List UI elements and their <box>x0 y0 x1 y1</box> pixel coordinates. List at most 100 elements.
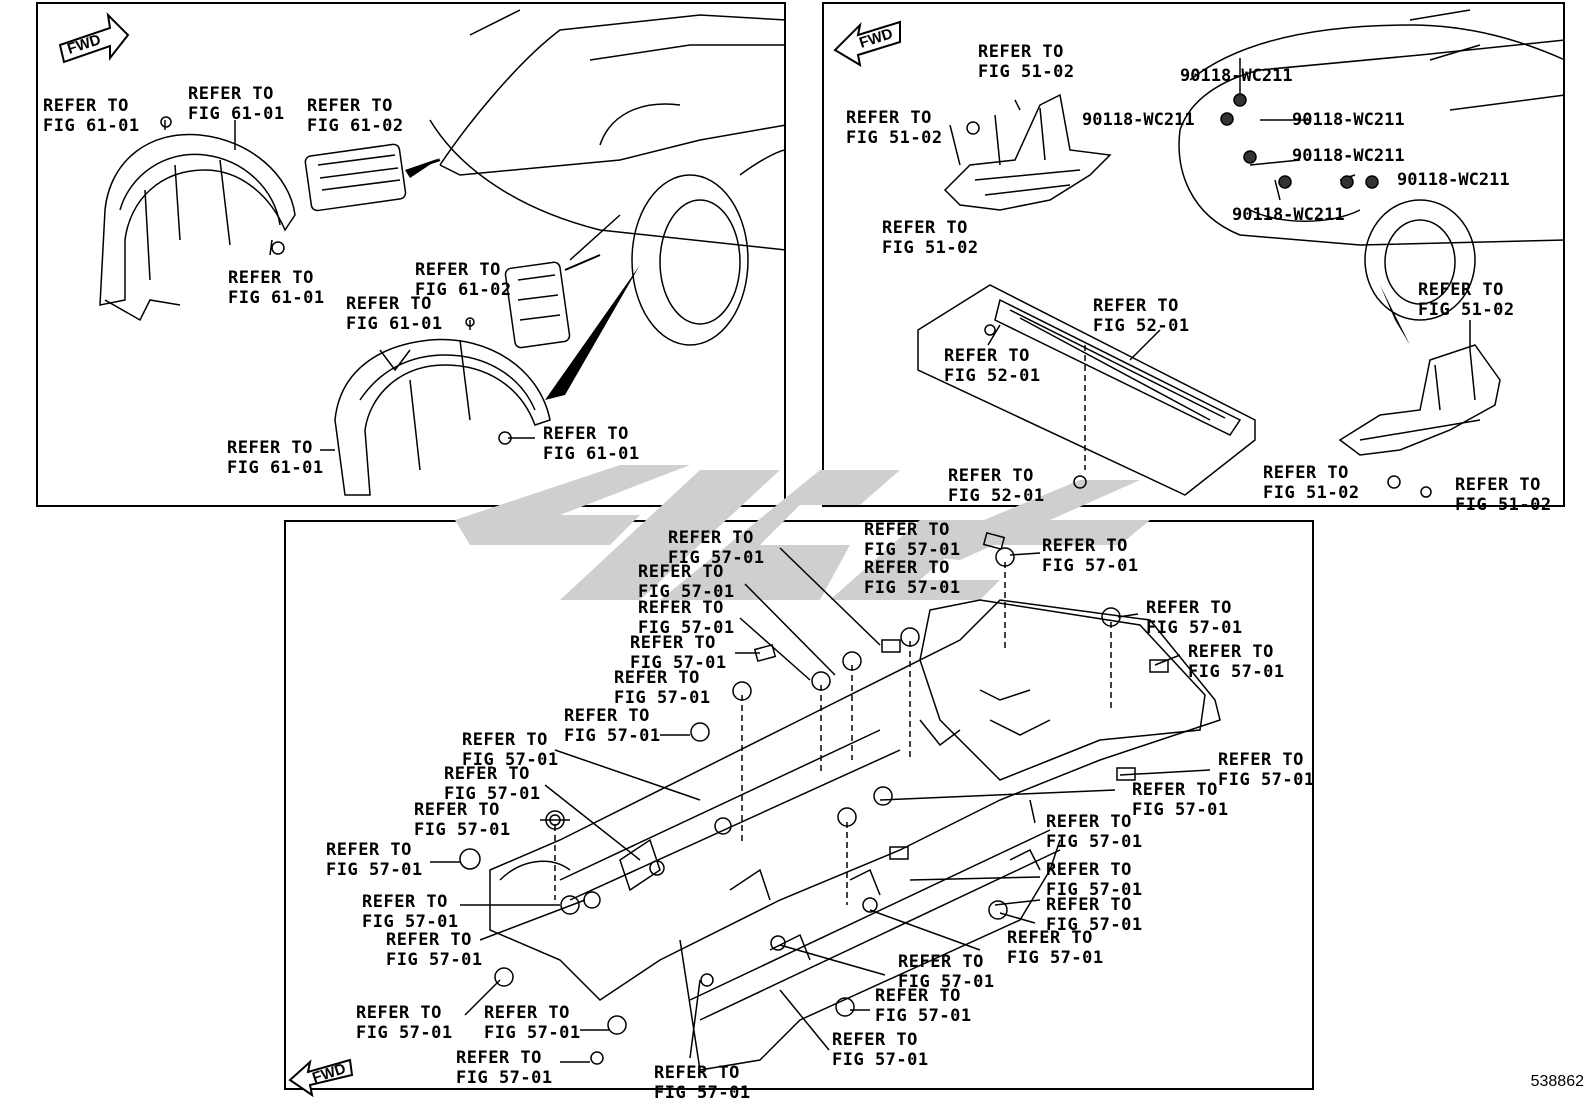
callout-fig: FIG 61-01 <box>188 104 285 124</box>
callout-fig: FIG 57-01 <box>898 972 995 992</box>
callout-fig: FIG 57-01 <box>832 1050 929 1070</box>
callout-refer: REFER TO <box>1007 928 1093 948</box>
watermark-logo <box>455 465 1150 600</box>
part-number-3[interactable]: 90118-WC211 <box>1292 110 1405 130</box>
callout-fig: FIG 57-01 <box>1188 662 1285 682</box>
callout-refer: REFER TO <box>326 840 412 860</box>
callout-refer: REFER TO <box>1263 463 1349 483</box>
callout-fig: FIG 61-01 <box>346 314 443 334</box>
callout-fig: FIG 57-01 <box>1218 770 1315 790</box>
callout-fig: FIG 51-02 <box>978 62 1075 82</box>
callout-refer: REFER TO <box>630 633 716 653</box>
callout-fig: FIG 57-01 <box>864 578 961 598</box>
part-number-2[interactable]: 90118-WC211 <box>1082 110 1195 130</box>
callout-refer: REFER TO <box>386 930 472 950</box>
callout-refer: REFER TO <box>1046 812 1132 832</box>
callout-fig: FIG 57-01 <box>630 653 727 673</box>
callout-refer: REFER TO <box>444 764 530 784</box>
callout-fig: FIG 52-01 <box>1093 316 1190 336</box>
callout-fig: FIG 51-02 <box>1263 483 1360 503</box>
callout-fig: FIG 57-01 <box>386 950 483 970</box>
callout-fig: FIG 57-01 <box>1007 948 1104 968</box>
panel-front-undercovers <box>822 2 1565 507</box>
callout-fig: FIG 57-01 <box>864 540 961 560</box>
callout-refer: REFER TO <box>944 346 1030 366</box>
part-number-4[interactable]: 90118-WC211 <box>1292 146 1405 166</box>
callout-fig: FIG 57-01 <box>638 618 735 638</box>
part-number-1[interactable]: 90118-WC211 <box>1180 66 1293 86</box>
callout-refer: REFER TO <box>362 892 448 912</box>
callout-refer: REFER TO <box>864 520 950 540</box>
callout-fig: FIG 57-01 <box>414 820 511 840</box>
callout-fig: FIG 61-01 <box>43 116 140 136</box>
callout-refer: REFER TO <box>832 1030 918 1050</box>
callout-fig: FIG 57-01 <box>326 860 423 880</box>
callout-refer: REFER TO <box>1042 536 1128 556</box>
callout-fig: FIG 52-01 <box>944 366 1041 386</box>
callout-fig: FIG 57-01 <box>638 582 735 602</box>
callout-fig: FIG 61-01 <box>227 458 324 478</box>
callout-refer: REFER TO <box>1455 475 1541 495</box>
callout-fig: FIG 61-02 <box>307 116 404 136</box>
callout-refer: REFER TO <box>1132 780 1218 800</box>
callout-fig: FIG 57-01 <box>462 750 559 770</box>
callout-fig: FIG 57-01 <box>484 1023 581 1043</box>
callout-refer: REFER TO <box>638 562 724 582</box>
callout-refer: REFER TO <box>227 438 313 458</box>
callout-fig: FIG 52-01 <box>948 486 1045 506</box>
part-number-5[interactable]: 90118-WC211 <box>1397 170 1510 190</box>
callout-refer: REFER TO <box>875 986 961 1006</box>
callout-refer: REFER TO <box>43 96 129 116</box>
part-number-6[interactable]: 90118-WC211 <box>1232 205 1345 225</box>
callout-fig: FIG 61-01 <box>228 288 325 308</box>
callout-fig: FIG 57-01 <box>875 1006 972 1026</box>
